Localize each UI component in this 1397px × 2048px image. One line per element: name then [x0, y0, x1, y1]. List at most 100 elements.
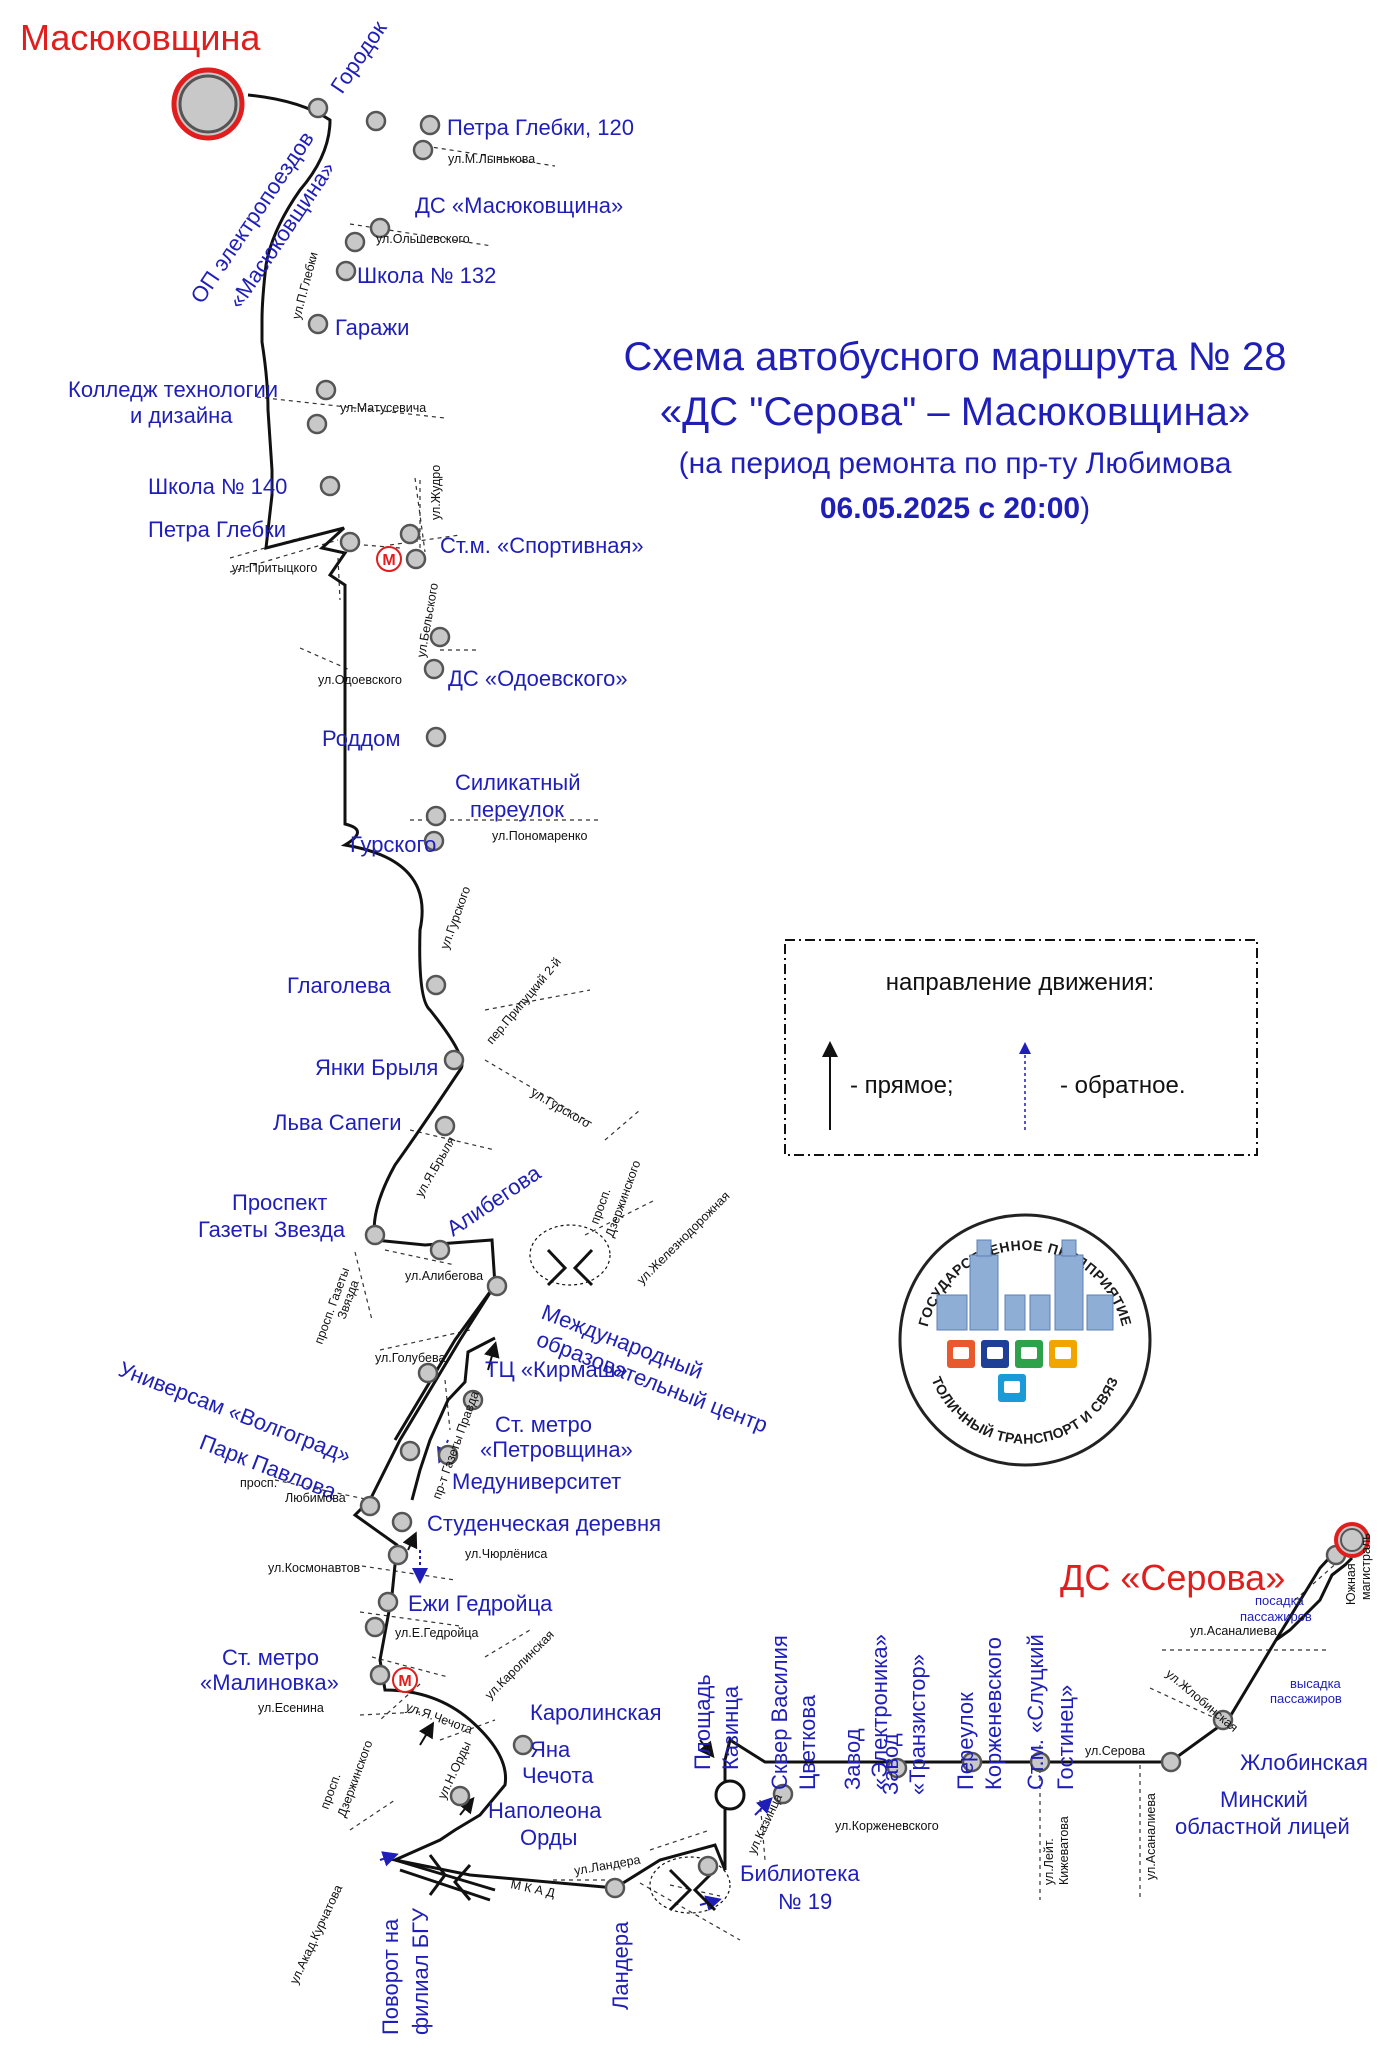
metro-icon-malinovka: М	[392, 1667, 418, 1693]
stop-ds-odoevskogo: ДС «Одоевского»	[448, 666, 628, 691]
stop-yana-chechota-2: Чечота	[522, 1763, 594, 1788]
stop-marker-kirmash[interactable]	[462, 1389, 484, 1411]
stop-zavod-el-1: Завод	[840, 1728, 865, 1790]
stop-school-140: Школа № 140	[148, 474, 287, 499]
interchange-kazintsa	[649, 1856, 731, 1914]
stop-marker-minsky[interactable]	[1160, 1751, 1182, 1773]
route-line	[247, 93, 1353, 1890]
stop-landera: Ландера	[608, 1921, 633, 2010]
stop-marker-landera[interactable]	[604, 1877, 626, 1899]
stop-marker-golubeva[interactable]	[417, 1362, 439, 1384]
stop-zavod-tr-1: Завод	[878, 1733, 903, 1795]
stop-marker-alibegova[interactable]	[429, 1239, 451, 1261]
terminal-north[interactable]	[171, 67, 245, 141]
stop-marker-univermag[interactable]	[399, 1440, 421, 1462]
stop-marker-yanki-brylya[interactable]	[443, 1049, 465, 1071]
stop-marker-pereulok[interactable]	[961, 1751, 983, 1773]
street-ponomarenko: ул.Пономаренко	[492, 829, 587, 843]
stop-marker-prospekt-gz[interactable]	[364, 1224, 386, 1246]
street-pripuskogo: пер.Припуцкий 2-й	[484, 955, 564, 1047]
title-line1: Схема автобусного маршрута № 28	[624, 335, 1287, 379]
title-line2: «ДС "Серова" – Масюковщина»	[660, 390, 1250, 434]
stop-marker-petra-glebki-120-a[interactable]	[365, 110, 387, 132]
stop-labels: Городок Петра Глебки, 120 ОП электропоез…	[68, 16, 1368, 2035]
stop-marker-gurskogo[interactable]	[423, 830, 445, 852]
stop-roddom: Роддом	[322, 726, 401, 751]
stop-marker-ezhi-gedroytsa[interactable]	[377, 1591, 399, 1613]
stop-biblioteka-1: Библиотека	[740, 1861, 860, 1886]
street-matusevicha: ул.Матусевича	[340, 401, 426, 415]
stop-marker-studencheskaya-b[interactable]	[387, 1544, 409, 1566]
stop-skver-1: Сквер Василия	[767, 1635, 792, 1790]
legend: направление движения: - прямое; - обратн…	[784, 939, 1258, 1156]
stop-marker-roddom[interactable]	[425, 726, 447, 748]
street-karolinskaya: ул.Каролинская	[482, 1628, 557, 1703]
street-zhlobinskaya: ул.Жлобинская	[1163, 1667, 1241, 1735]
stop-petrovshchina-1: Ст. метро	[495, 1412, 592, 1437]
street-zheleznodorozhnaya: ул.Железнодорожная	[634, 1189, 732, 1287]
stop-marker-mezhd[interactable]	[486, 1275, 508, 1297]
terminal-north-label: Масюковщина	[20, 17, 261, 58]
stop-gurskogo: Гурского	[350, 832, 436, 857]
stop-marker-garazhi[interactable]	[307, 313, 329, 335]
stop-marker-petrovshchina[interactable]	[437, 1444, 459, 1466]
stop-petrovshchina-2: «Петровщина»	[480, 1437, 633, 1462]
stop-marker-studencheskaya-a[interactable]	[391, 1511, 413, 1533]
route-line-petrovka	[410, 1336, 496, 1501]
stop-marker-ploshchad-kazintsa[interactable]	[714, 1779, 746, 1811]
stop-school-132: Школа № 132	[357, 263, 496, 288]
terminal-south[interactable]	[1334, 1522, 1370, 1558]
street-korzhenevskogo: ул.Корженевского	[835, 1819, 939, 1833]
stop-alibegova: Алибегова	[442, 1160, 546, 1241]
stop-marker-slutsky[interactable]	[1029, 1751, 1051, 1773]
stop-marker-malinovka[interactable]	[369, 1664, 391, 1686]
stop-marker-sportivnaya[interactable]	[399, 523, 421, 545]
street-golubeva: ул.Голубева	[375, 1351, 446, 1365]
title-date: 06.05.2025 с 20:00	[820, 492, 1080, 525]
stop-marker-lva-sapegi[interactable]	[434, 1115, 456, 1137]
stop-marker-odoevskogo-b[interactable]	[423, 658, 445, 680]
street-kazintsa: ул.Казинца	[745, 1792, 785, 1856]
stop-marker-gorodok[interactable]	[307, 97, 329, 119]
stop-marker-skver[interactable]	[772, 1783, 794, 1805]
stop-marker-ds-masyukovshchina[interactable]	[369, 217, 391, 239]
stop-tc-kirmash: ТЦ «Кирмаш»	[485, 1357, 628, 1382]
interchange-mkad	[394, 1854, 496, 1902]
stop-marker-petra-glebki[interactable]	[339, 531, 361, 553]
svg-text:М: М	[398, 1673, 411, 1690]
street-chyurlyonisa: ул.Чюрлёниса	[465, 1547, 547, 1561]
stop-marker-petra-glebki-120-b[interactable]	[419, 114, 441, 136]
stop-marker-zhlobinskaya[interactable]	[1212, 1709, 1234, 1731]
stop-marker-college-b[interactable]	[306, 413, 328, 435]
stop-marker-biblioteka[interactable]	[697, 1855, 719, 1877]
stop-marker-e-gedroytsa[interactable]	[364, 1616, 386, 1638]
stop-povorot-1: Поворот на	[378, 1918, 403, 2035]
stop-marker-karolinskaya[interactable]	[512, 1734, 534, 1756]
stop-malinovka-1: Ст. метро	[222, 1645, 319, 1670]
street-akad-kurchatova: ул.Акад.Курчатова	[287, 1883, 345, 1987]
stop-marker-school-132[interactable]	[335, 260, 357, 282]
stop-marker-college-a[interactable]	[315, 379, 337, 401]
stop-prospekt-gz-2: Газеты Звезда	[198, 1217, 346, 1242]
street-gurskogo-1: ул.Гурского	[438, 884, 474, 951]
stop-marker-zavod-el[interactable]	[886, 1757, 908, 1779]
stop-napoleona-2: Орды	[520, 1825, 578, 1850]
stop-marker-odoevskogo-a[interactable]	[429, 626, 451, 648]
stop-marker-n-ordy[interactable]	[449, 1785, 471, 1807]
stop-minsky-2: областной лицей	[1175, 1814, 1350, 1839]
legend-forward: - прямое;	[850, 1072, 954, 1099]
stop-marker-park-pavlova[interactable]	[359, 1495, 381, 1517]
stop-karolinskaya: Каролинская	[530, 1700, 662, 1725]
stop-marker-glagoleva[interactable]	[425, 974, 447, 996]
stop-marker-belskogo[interactable]	[405, 548, 427, 570]
stop-marker-m-lynkova[interactable]	[412, 139, 434, 161]
stop-zhlobinskaya: Жлобинская	[1240, 1750, 1368, 1775]
stop-marker-olshevskogo[interactable]	[344, 231, 366, 253]
stop-marker-silikatny[interactable]	[425, 805, 447, 827]
stop-posadka-1: посадка	[1255, 1593, 1305, 1608]
stop-marker-school-140[interactable]	[319, 475, 341, 497]
street-p-glebki: ул.П.Глебки	[289, 251, 320, 321]
stop-meduniversitet: Медуниверситет	[452, 1469, 621, 1494]
stops-layer: ММ	[306, 97, 1347, 1899]
street-leyt-kizhevatova-2: Кижеватова	[1057, 1816, 1071, 1885]
